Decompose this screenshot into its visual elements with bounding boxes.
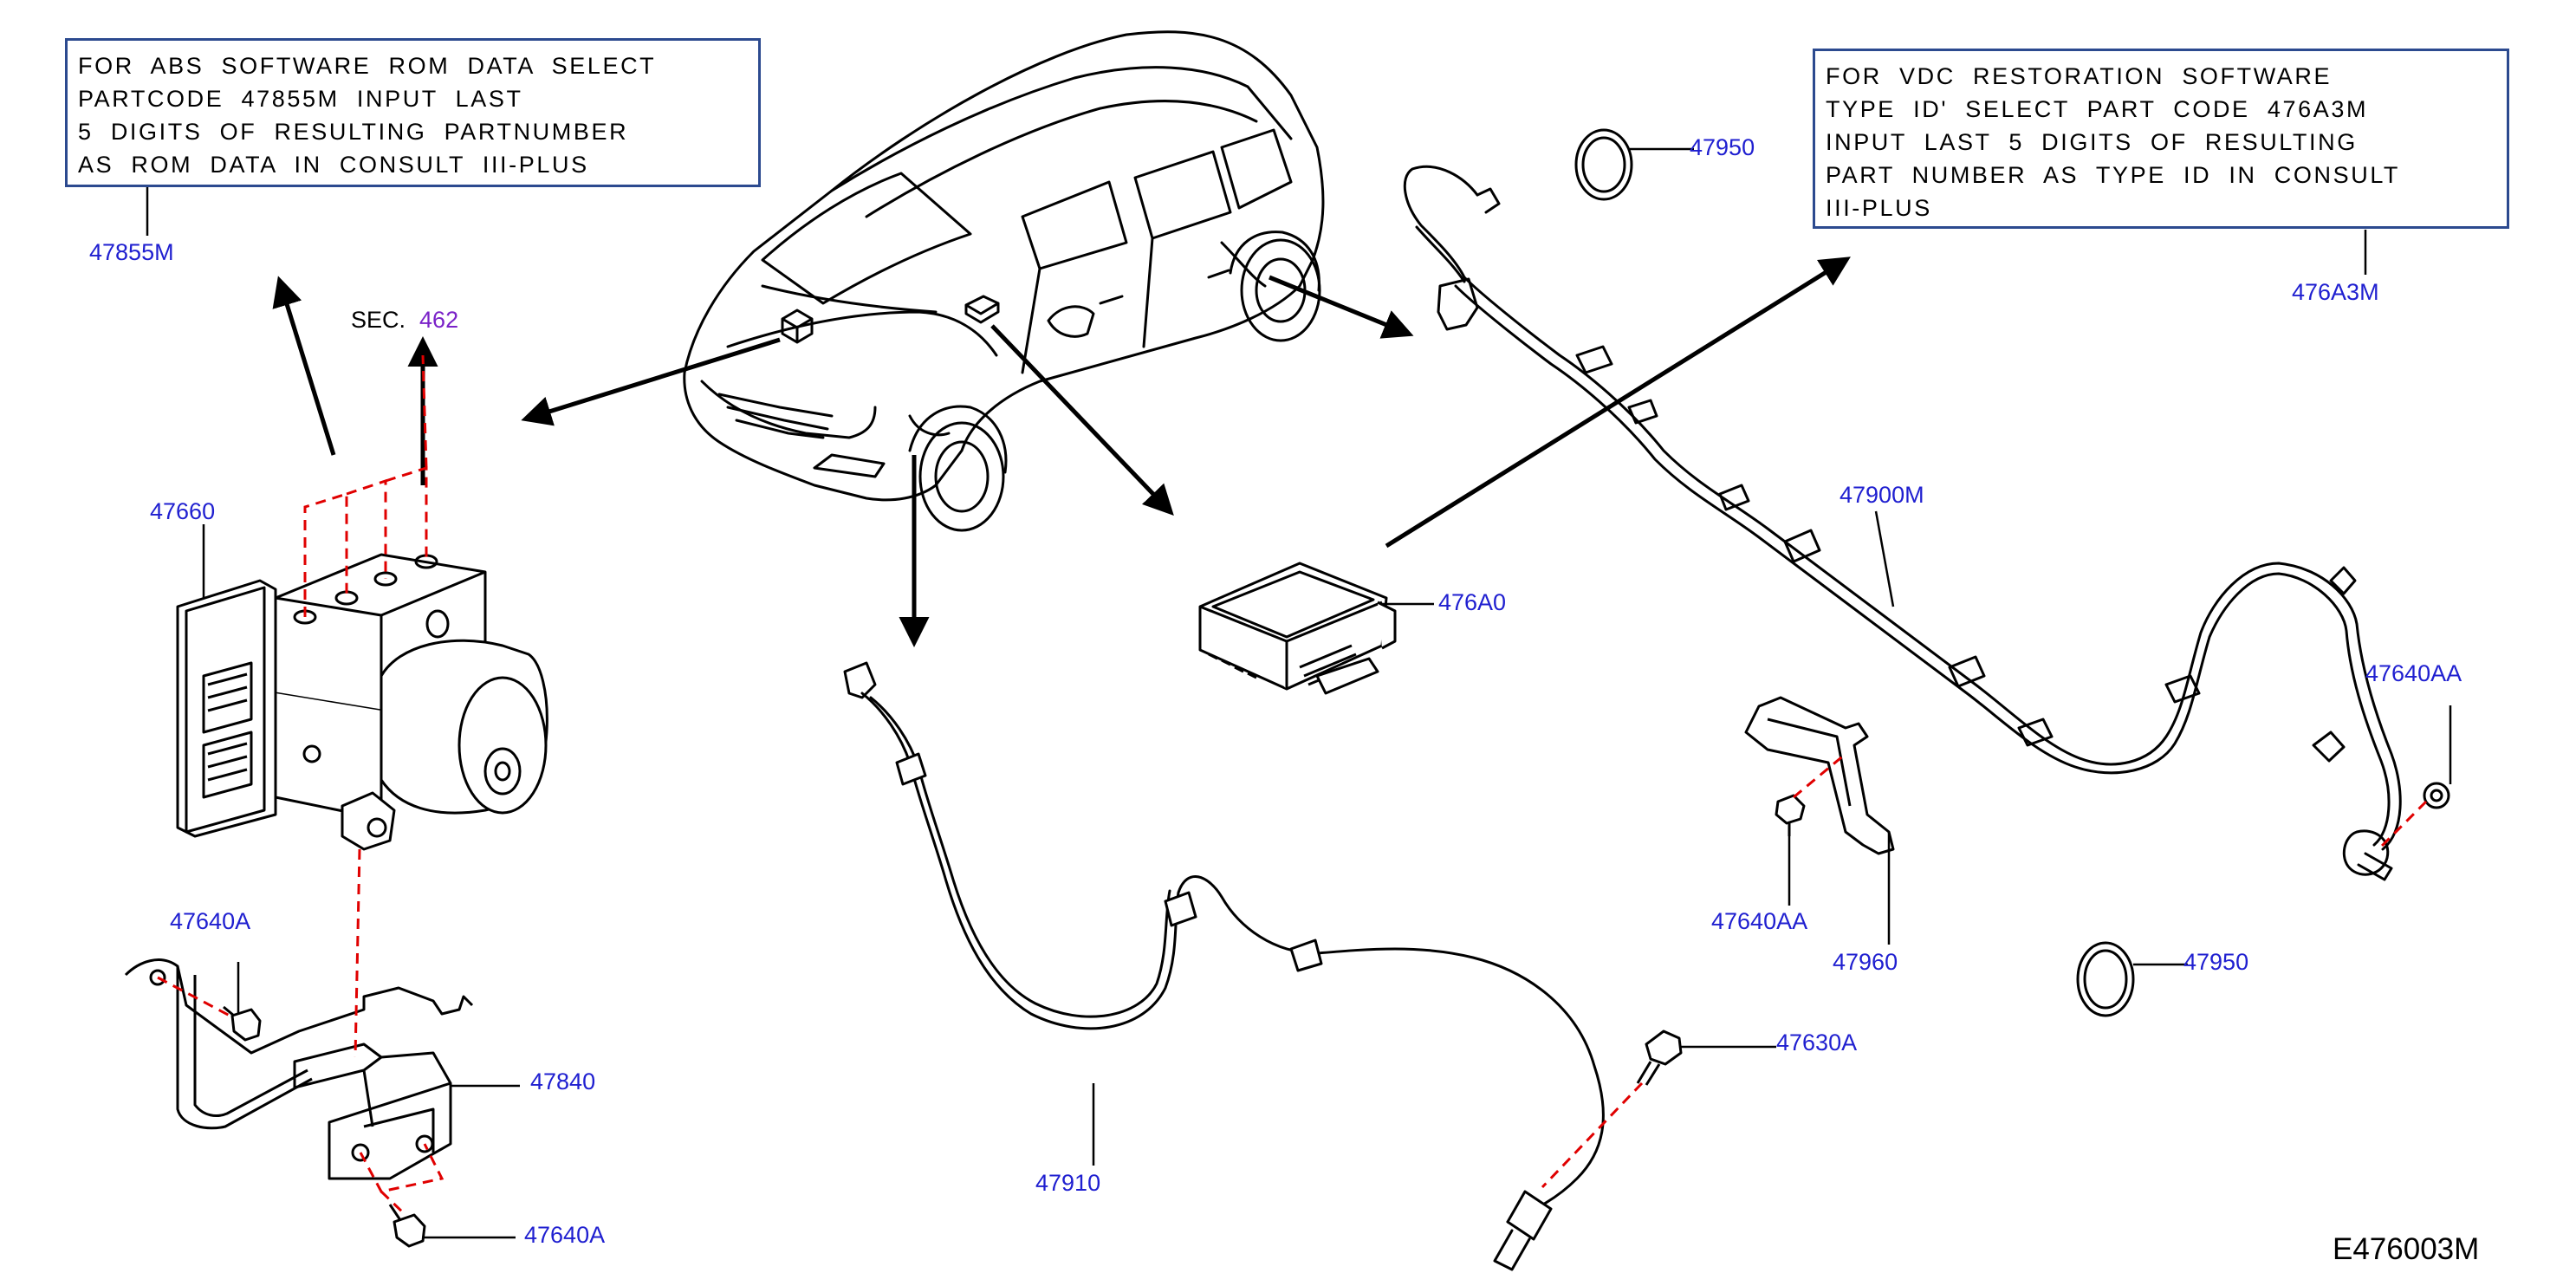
sensor-bracket-illustration: [1744, 696, 1895, 855]
section-link[interactable]: 462: [419, 307, 459, 333]
rear-sensor-harness-illustration: [1403, 165, 2402, 881]
abs-actuator-illustration: [176, 553, 548, 851]
leader-lines: [146, 147, 2452, 1239]
callout-476A3M[interactable]: 476A3M: [2292, 279, 2379, 305]
abs-bracket-illustration: [124, 958, 474, 1180]
callout-476A0[interactable]: 476A0: [1438, 589, 1507, 615]
callout-47640AA-right[interactable]: 47640AA: [2365, 660, 2462, 686]
section-reference: SEC. 462: [351, 307, 458, 334]
front-sensor-harness-illustration: [843, 661, 1605, 1271]
install-dashed-lines: [157, 354, 2428, 1217]
yaw-sensor-illustration: [1198, 562, 1397, 695]
callout-47640AA-left[interactable]: 47640AA: [1711, 908, 1808, 934]
figure-code: E476003M: [2333, 1232, 2480, 1266]
vehicle-arrows: [272, 257, 1851, 647]
vdc-note-line: III-PLUS: [1826, 195, 1932, 221]
vdc-note-line: FOR VDC RESTORATION SOFTWARE: [1826, 63, 2333, 89]
callout-47630A[interactable]: 47630A: [1776, 1029, 1858, 1055]
abs-note-box: FOR ABS SOFTWARE ROM DATA SELECT PARTCOD…: [65, 38, 761, 187]
bolt-illustrations: [223, 782, 2450, 1248]
callout-47950-bottom[interactable]: 47950: [2183, 949, 2249, 975]
vdc-note-box: FOR VDC RESTORATION SOFTWARE TYPE ID' SE…: [1813, 49, 2509, 229]
callout-47640A-top[interactable]: 47640A: [170, 908, 251, 934]
callout-47950-top[interactable]: 47950: [1690, 134, 1755, 160]
abs-note-line: PARTCODE 47855M INPUT LAST: [78, 86, 523, 112]
vdc-note-line: TYPE ID' SELECT PART CODE 476A3M: [1826, 96, 2369, 122]
vdc-note-line: INPUT LAST 5 DIGITS OF RESULTING: [1826, 129, 2358, 155]
abs-note-line: AS ROM DATA IN CONSULT III-PLUS: [78, 152, 589, 178]
vehicle-illustration: [683, 30, 1325, 532]
callout-47640A-bottom[interactable]: 47640A: [524, 1222, 606, 1248]
callout-47900M[interactable]: 47900M: [1840, 482, 1924, 508]
callout-47960[interactable]: 47960: [1833, 949, 1898, 975]
o-ring-illustrations: [1574, 128, 2135, 1017]
callout-47840[interactable]: 47840: [530, 1068, 596, 1094]
section-prefix: SEC.: [351, 307, 406, 333]
vdc-note-line: PART NUMBER AS TYPE ID IN CONSULT: [1826, 162, 2401, 188]
abs-note-line: 5 DIGITS OF RESULTING PARTNUMBER: [78, 119, 629, 145]
callout-47910[interactable]: 47910: [1035, 1170, 1101, 1196]
callout-47660[interactable]: 47660: [150, 498, 216, 524]
callout-47855M[interactable]: 47855M: [89, 239, 174, 265]
abs-note-line: FOR ABS SOFTWARE ROM DATA SELECT: [78, 53, 657, 79]
